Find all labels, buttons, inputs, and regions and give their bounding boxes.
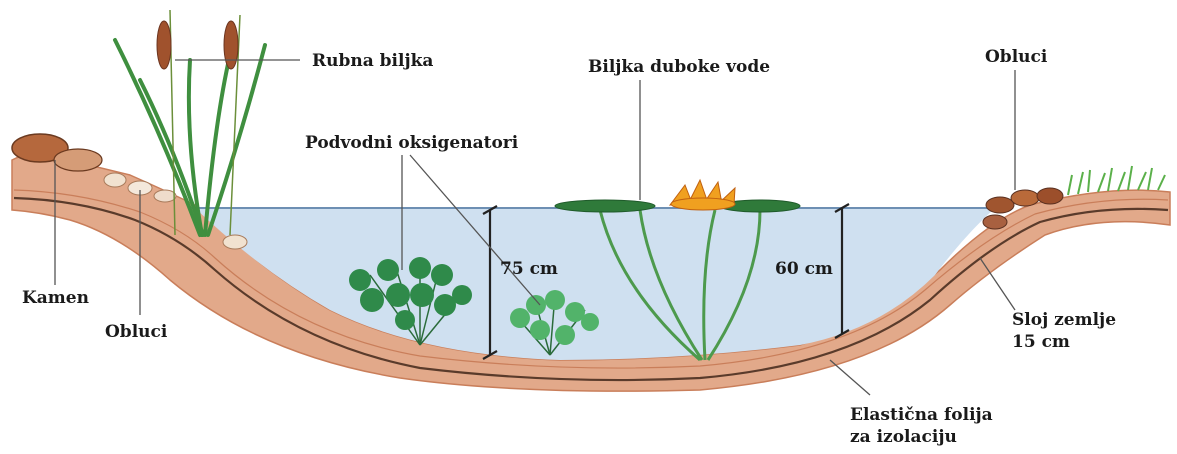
leader-liner xyxy=(830,360,870,395)
cattail-head-left xyxy=(157,21,171,69)
label-pebbles-left: Obluci xyxy=(105,322,168,342)
label-soil-line2: 15 cm xyxy=(1012,332,1070,352)
label-depth-right: 60 cm xyxy=(775,259,833,279)
cattail-head-right xyxy=(224,21,238,69)
label-deep-water-plant: Biljka duboke vode xyxy=(588,57,770,77)
lily-flower xyxy=(670,180,735,210)
label-marginal-plant: Rubna biljka xyxy=(312,51,433,71)
label-oxygenators: Podvodni oksigenatori xyxy=(305,133,519,153)
label-pebbles-right: Obluci xyxy=(985,47,1048,67)
label-soil-line1: Sloj zemlje xyxy=(1012,310,1116,330)
label-depth-left: 75 cm xyxy=(500,259,558,279)
label-stone: Kamen xyxy=(22,288,89,308)
label-liner-line2: za izolaciju xyxy=(850,427,957,447)
label-liner-line1: Elastična folija xyxy=(850,405,993,425)
lily-pad-left xyxy=(555,200,655,212)
